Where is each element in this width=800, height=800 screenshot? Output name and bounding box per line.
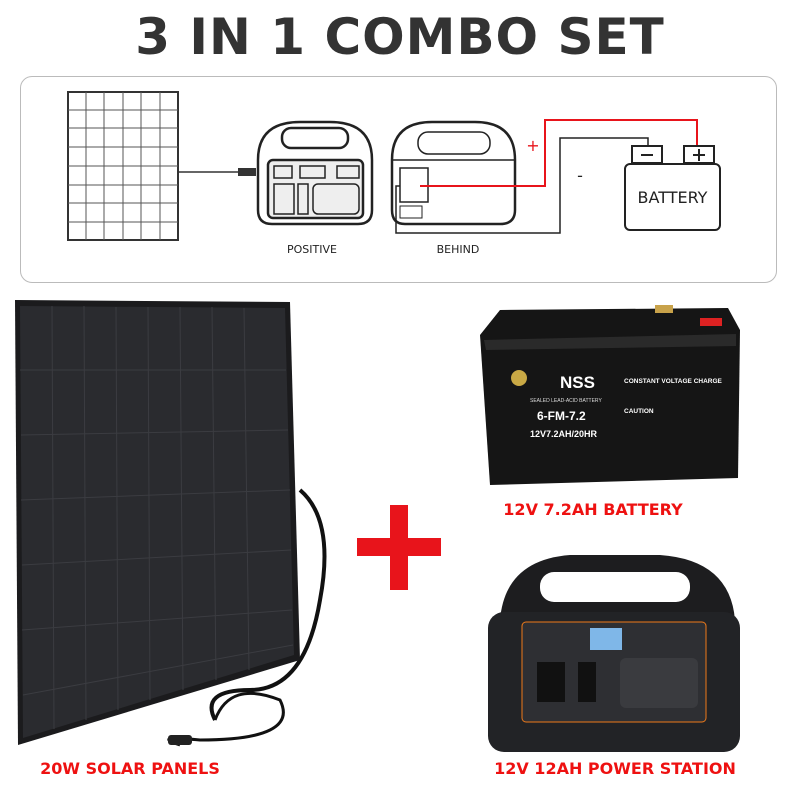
power-station-label: 12V 12AH POWER STATION [494, 759, 736, 778]
positive-sign: + [526, 136, 540, 155]
battery-product: NSS SEALED LEAD-ACID BATTERY 6-FM-7.2 12… [480, 305, 740, 485]
diagram-battery [624, 145, 721, 231]
solar-panel-product [15, 300, 327, 747]
battery-brand: NSS [560, 373, 595, 392]
negative-sign: - [577, 166, 583, 185]
diagram-station-back [390, 120, 517, 226]
positive-wire [420, 119, 698, 187]
page-title: 3 IN 1 COMBO SET [135, 8, 665, 66]
solar-panel-label: 20W SOLAR PANELS [40, 759, 220, 778]
battery-label: 12V 7.2AH BATTERY [503, 500, 683, 519]
plus-icon [357, 505, 441, 590]
battery-caution: CAUTION [624, 408, 654, 415]
battery-charge-heading: CONSTANT VOLTAGE CHARGE [624, 378, 723, 385]
diagram-station-front [256, 120, 374, 226]
battery-type: SEALED LEAD-ACID BATTERY [530, 398, 602, 404]
wiring-diagram [20, 76, 777, 283]
battery-rating: 12V7.2AH/20HR [530, 429, 598, 439]
caption-positive: POSITIVE [287, 243, 337, 256]
diagram-battery-label: BATTERY [637, 188, 708, 207]
caption-behind: BEHIND [436, 243, 480, 256]
battery-model: 6-FM-7.2 [537, 409, 586, 423]
diagram-solar-panel [67, 91, 256, 241]
power-station-product [488, 555, 740, 752]
negative-wire [395, 137, 649, 234]
